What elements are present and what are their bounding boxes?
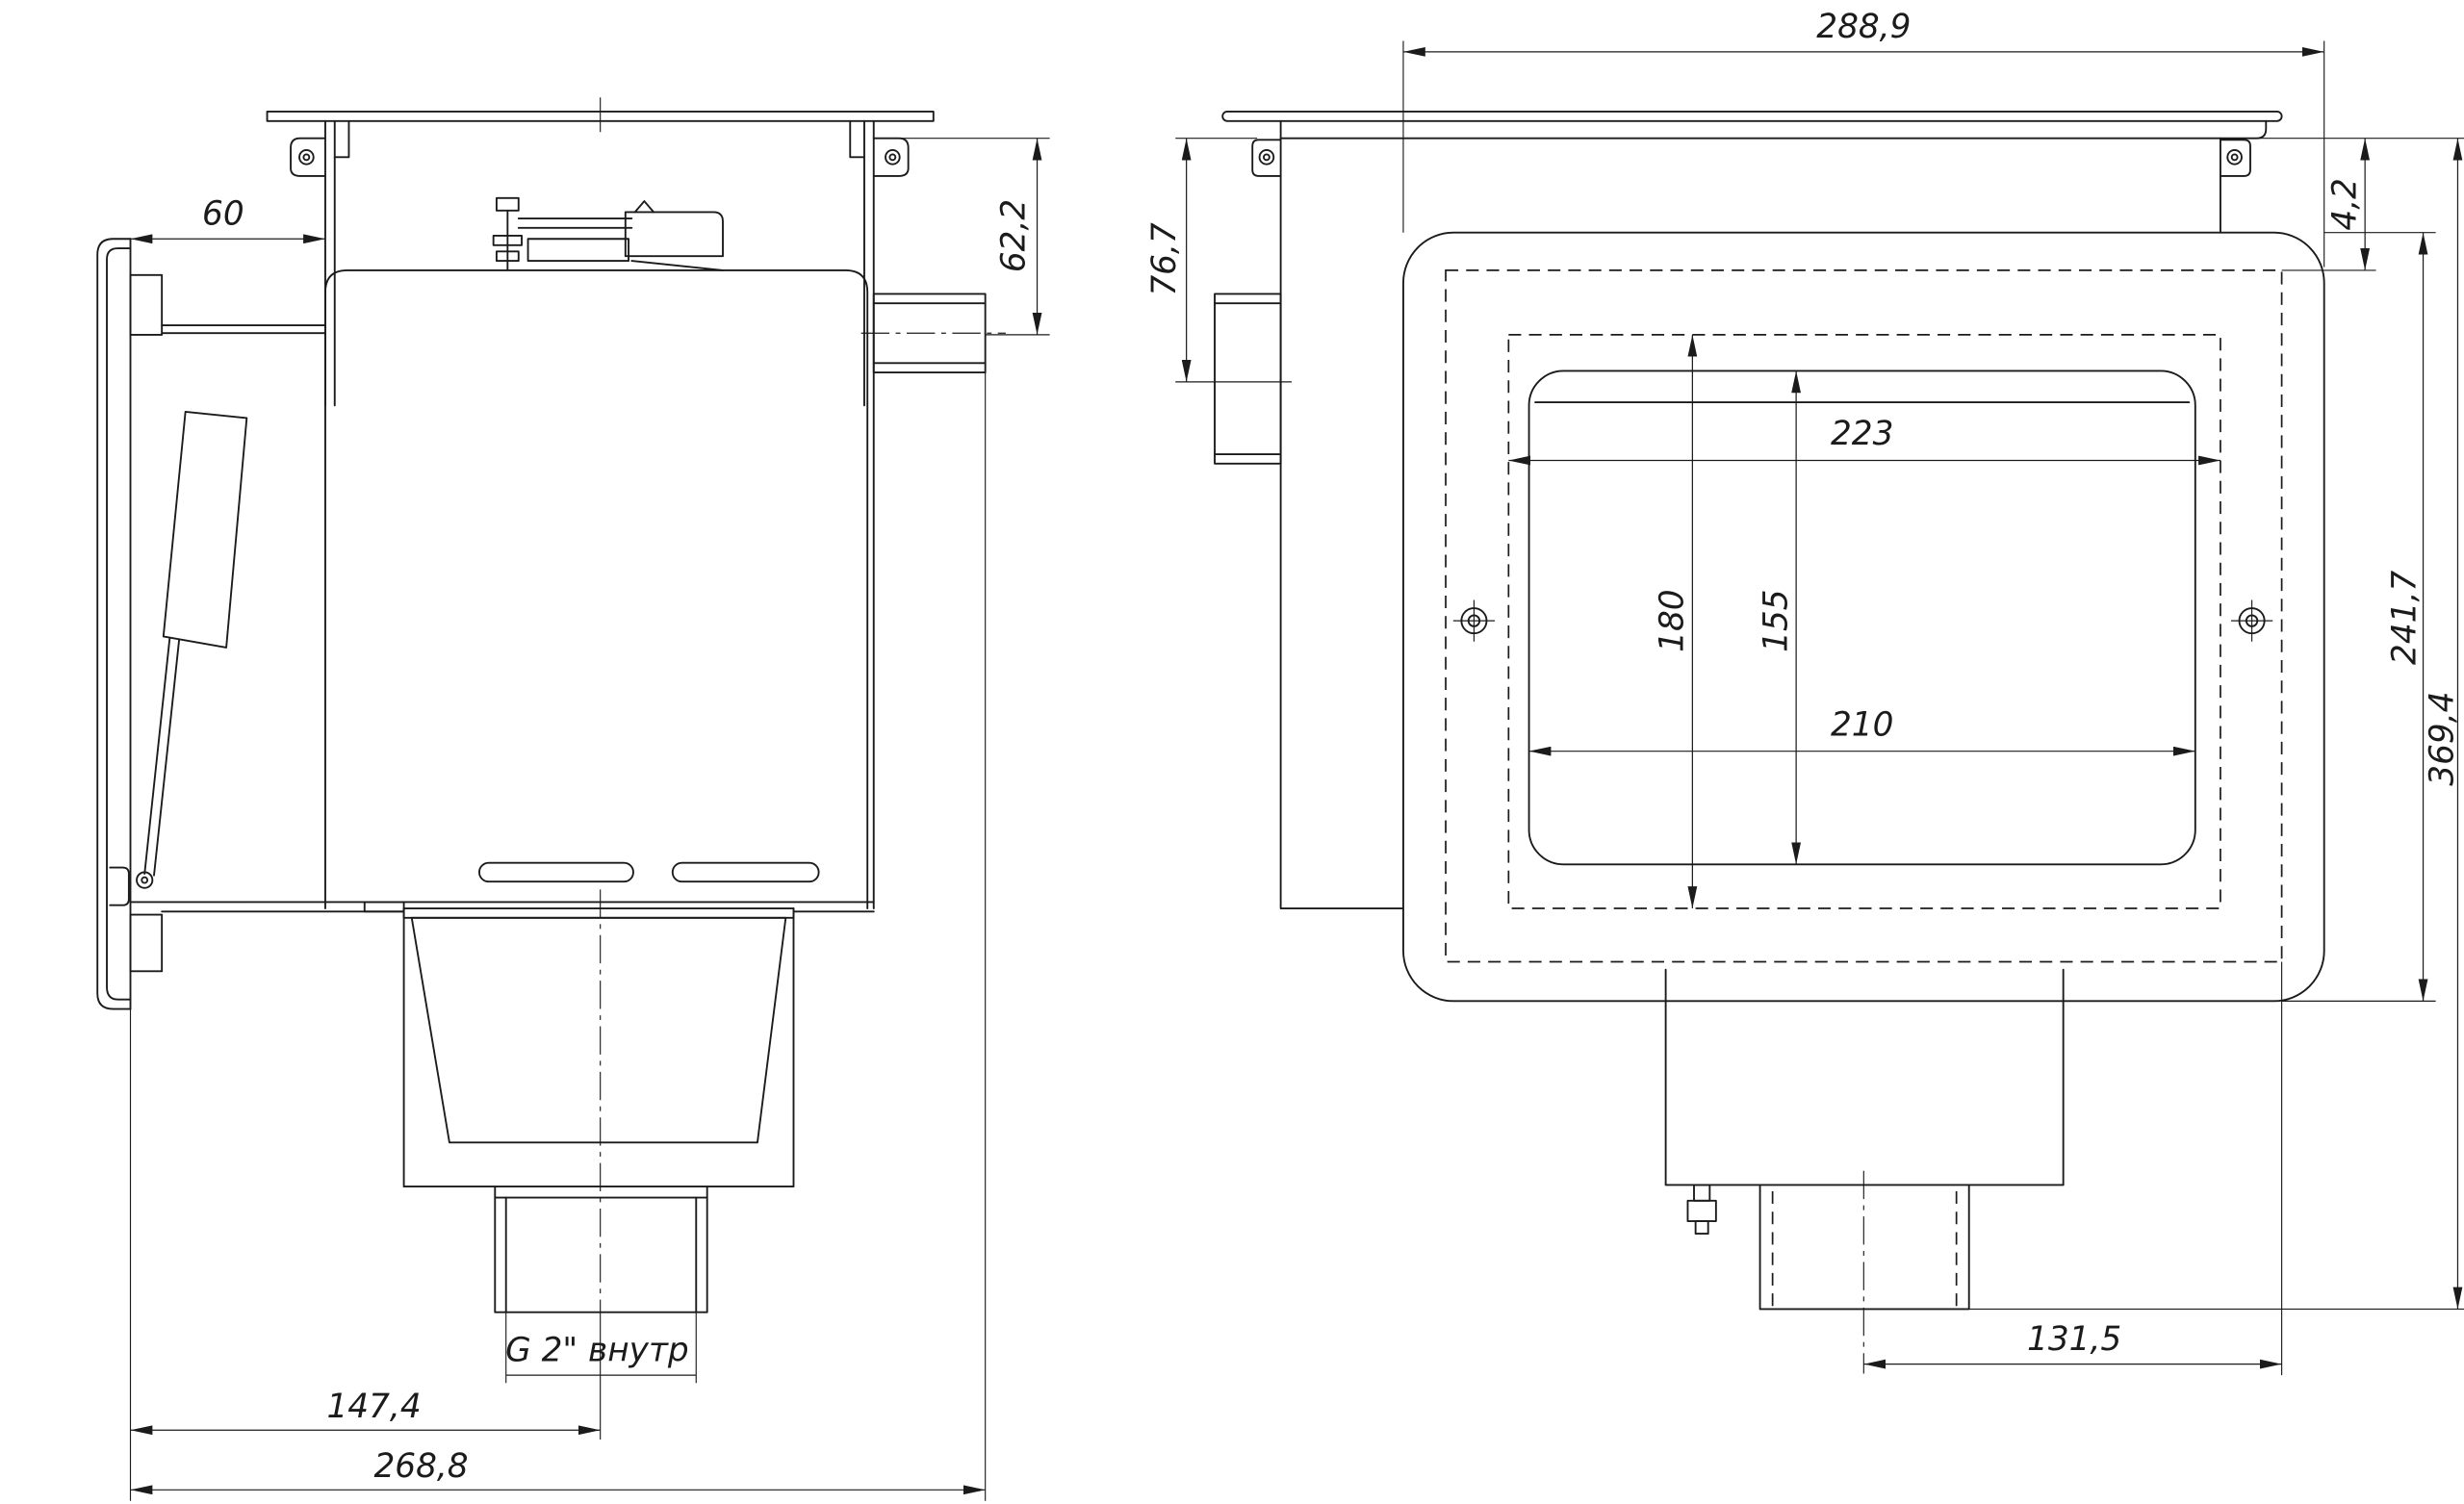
front-lower-housing (1664, 968, 2065, 1186)
dim-outlet-offset-label: 131,5 (2027, 1320, 2121, 1359)
weir-float (162, 410, 248, 649)
basket-rim (402, 907, 795, 919)
dim-top-width-label: 288,9 (1816, 8, 1911, 46)
front-side-inlet (1214, 293, 1282, 465)
dim-outlet-height-label: 62,2 (994, 199, 1033, 272)
right-bolt-bracket (872, 137, 910, 177)
dim-total-depth-label: 268,8 (373, 1447, 468, 1486)
basket (410, 916, 787, 1144)
bottom-plate (129, 901, 875, 913)
dim-mouth-inner-height: 155 (1757, 370, 1802, 865)
side-view: 60 62,2 G 2" внутр 147,4 268,8 (96, 97, 1050, 1501)
weir-flap (136, 637, 181, 889)
face-plate (1402, 231, 2325, 1003)
front-view: 288,9 76,7 223 210 180 155 4 (1145, 8, 2464, 1376)
dim-mouth-outer-width-label: 223 (1831, 415, 1893, 453)
front-body (1279, 137, 2221, 909)
mouth-opening (1527, 370, 2196, 866)
dim-mouth-outer-height-label: 180 (1654, 589, 1692, 651)
front-left-bracket (1251, 139, 1282, 177)
left-face-screw (1452, 599, 1496, 642)
dim-thread: G 2" внутр (505, 1312, 697, 1384)
dim-mouth-inner-width-label: 210 (1831, 705, 1893, 744)
float-switch-mechanism (492, 196, 724, 271)
dim-total-height: 369,4 (1968, 138, 2464, 1311)
dim-mouth-outer-height: 180 (1654, 334, 1698, 909)
outlet-pipe (494, 1185, 708, 1313)
dim-face-height-label: 241,7 (2385, 571, 2424, 665)
basket-housing (402, 907, 795, 1188)
dim-outlet-height: 62,2 (880, 138, 1050, 336)
dim-top-width: 288,9 (1402, 8, 2325, 268)
dim-total-height-label: 369,4 (2424, 692, 2462, 786)
drain-slot-right (671, 861, 820, 883)
drain-slot-left (478, 861, 634, 883)
front-frame (96, 238, 326, 1010)
dim-thread-label: G 2" внутр (505, 1331, 689, 1369)
dim-total-depth: 268,8 (130, 372, 987, 1501)
inner-container (324, 268, 869, 909)
mouth-hidden-outline (1507, 334, 2221, 909)
dim-mouth-inner-width: 210 (1528, 705, 2195, 756)
dim-mouth-outer-width: 223 (1508, 415, 2220, 466)
face-plate-hidden-outline (1445, 269, 2283, 963)
front-outlet-pipe (1758, 1184, 1970, 1311)
front-right-bracket (2220, 139, 2251, 177)
front-flange (1221, 111, 2283, 122)
dim-arm-depth: 60 (130, 195, 325, 244)
front-flange-lower (1279, 119, 2268, 140)
front-drain-screw (1686, 1184, 1717, 1236)
left-bolt-bracket (290, 137, 326, 177)
dim-flange-gap: 4,2 (2249, 138, 2464, 271)
dim-side-inlet-height-label: 76,7 (1145, 222, 1184, 296)
dim-side-inlet-height: 76,7 (1145, 138, 1293, 383)
dim-outlet-offset: 131,5 (1863, 961, 2283, 1376)
dim-face-height: 241,7 (2281, 232, 2436, 1002)
gasket (363, 901, 405, 913)
dim-mouth-inner-height-label: 155 (1757, 589, 1795, 651)
dim-axis-offset: 147,4 (129, 1008, 602, 1501)
dim-flange-gap-label: 4,2 (2325, 178, 2364, 231)
dim-arm-depth-label: 60 (202, 195, 244, 234)
dim-axis-offset-label: 147,4 (327, 1388, 422, 1426)
right-face-screw (2230, 599, 2273, 642)
